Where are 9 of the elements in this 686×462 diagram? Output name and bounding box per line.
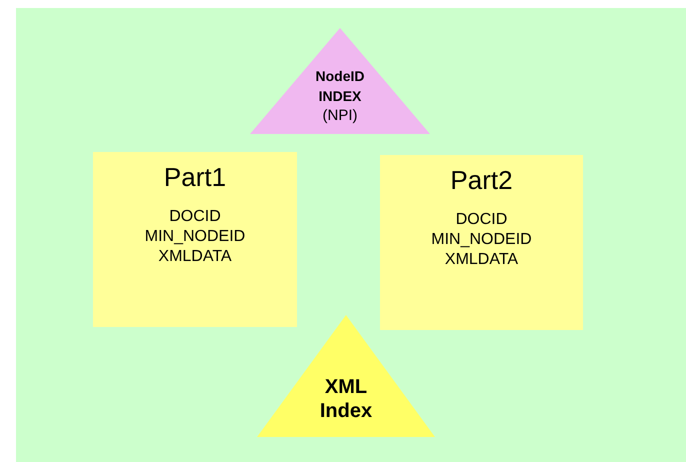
partition-title: Part2 bbox=[450, 165, 513, 196]
index-abbreviation: (NPI) bbox=[322, 106, 358, 126]
partition-title: Part1 bbox=[164, 162, 226, 193]
partition-box bbox=[380, 155, 583, 330]
index-title: XML Index bbox=[320, 375, 372, 423]
column-list: DOCID MIN_NODEID XMLDATA bbox=[431, 210, 532, 270]
column-list: DOCID MIN_NODEID XMLDATA bbox=[144, 207, 246, 267]
partition-box bbox=[93, 152, 297, 327]
index-title: NodeID INDEX bbox=[316, 67, 364, 106]
